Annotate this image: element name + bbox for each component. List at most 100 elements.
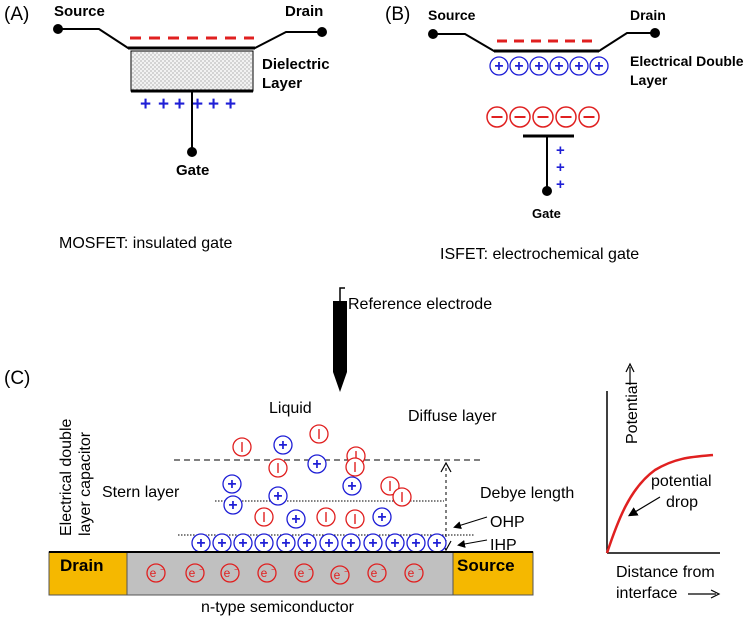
- arrow-up-icon: [440, 461, 452, 473]
- negative-ion: [555, 106, 577, 128]
- negative-ion: [345, 457, 365, 477]
- negative-ion: [345, 509, 365, 529]
- electron-charge: −: [308, 565, 313, 574]
- plus-sign: +: [324, 535, 333, 552]
- source-contact: [452, 551, 534, 596]
- plus-sign: +: [238, 535, 247, 552]
- electron: e−: [185, 563, 205, 583]
- plus-sign: +: [594, 58, 603, 75]
- negative-ion: [268, 458, 288, 478]
- plus-sign: +: [291, 511, 300, 528]
- panel-b-letter: (B): [385, 4, 410, 25]
- electron-symbol: e: [371, 566, 378, 580]
- plus-sign: +: [192, 94, 203, 115]
- positive-ion: +: [363, 533, 383, 553]
- electron: e−: [330, 565, 350, 585]
- plus-sign: +: [140, 94, 151, 115]
- panel-a-positive-charges: + + + + + +: [140, 94, 236, 115]
- electron-symbol: e: [150, 566, 157, 580]
- electron-charge: −: [199, 565, 204, 574]
- negative-ion: [509, 106, 531, 128]
- potential-axis-label: Potential: [624, 382, 641, 444]
- positive-ion: +: [427, 533, 447, 553]
- plus-sign: +: [312, 456, 321, 473]
- ihp-positive-ion-row: ++++++++++++: [191, 533, 447, 553]
- panel-a-caption: MOSFET: insulated gate: [59, 235, 233, 252]
- positive-ion: +: [286, 509, 306, 529]
- negative-ion: [254, 507, 274, 527]
- plus-sign: +: [281, 535, 290, 552]
- panel-c-letter: (C): [4, 368, 30, 389]
- panel-b-channel-wire: [433, 32, 655, 52]
- plus-sign: +: [228, 497, 237, 514]
- positive-ion: +: [191, 533, 211, 553]
- potential-drop-arrow: [627, 496, 661, 517]
- positive-ion: +: [222, 474, 242, 494]
- panel-b-edl-label-2: Layer: [630, 72, 668, 88]
- negative-ion: [316, 507, 336, 527]
- panel-c: (C) Reference electrode Liquid Diffuse l…: [4, 287, 721, 616]
- positive-ion: +: [212, 533, 232, 553]
- panel-b-positive-ion-row: + + + + + +: [489, 56, 609, 76]
- reference-electrode-label: Reference electrode: [348, 296, 492, 313]
- edl-capacitor-label-2: layer capacitor: [77, 431, 94, 536]
- plus-sign: +: [390, 535, 399, 552]
- plus-sign: +: [411, 535, 420, 552]
- arrow-right-icon: [710, 589, 721, 599]
- electron-charge: −: [381, 565, 386, 574]
- positive-ion: +: [509, 56, 529, 76]
- plus-sign: +: [494, 58, 503, 75]
- positive-ion: +: [297, 533, 317, 553]
- panel-a-dielectric: [130, 50, 254, 92]
- liquid-label: Liquid: [269, 400, 312, 417]
- electron-charge: −: [271, 565, 276, 574]
- negative-ion: [380, 476, 400, 496]
- edl-capacitor-label: Electrical double: [58, 419, 75, 537]
- plus-sign: +: [514, 58, 523, 75]
- semiconductor-block: [126, 551, 454, 596]
- potential-drop-label: potential: [651, 473, 712, 490]
- electrons: e−e−e−e−e−e−e−e−: [146, 563, 424, 585]
- plus-sign: +: [196, 535, 205, 552]
- positive-ion: +: [406, 533, 426, 553]
- negative-ion: [532, 106, 554, 128]
- plus-sign: +: [432, 535, 441, 552]
- ihp-pointer-arrow: [457, 539, 488, 548]
- electron-symbol: e: [408, 566, 415, 580]
- positive-ion: +: [372, 507, 392, 527]
- plus-sign: +: [225, 94, 236, 115]
- ohp-label: OHP: [490, 514, 525, 531]
- panel-a: (A) Source Drain Dielectric Layer + + + …: [4, 3, 330, 252]
- plus-sign: +: [554, 58, 563, 75]
- panel-a-gate-label: Gate: [176, 162, 209, 179]
- panel-a-dielectric-label: Dielectric: [262, 56, 330, 73]
- positive-ion: +: [529, 56, 549, 76]
- electron-charge: −: [234, 565, 239, 574]
- distance-axis-label-2: interface: [616, 585, 677, 602]
- reference-electrode: [333, 301, 347, 392]
- debye-length-label: Debye length: [480, 485, 574, 502]
- plus-sign: +: [278, 437, 287, 454]
- positive-ion: +: [341, 533, 361, 553]
- electron-symbol: e: [261, 566, 268, 580]
- panel-a-letter: (A): [4, 4, 29, 25]
- drain-label: Drain: [60, 556, 103, 575]
- panel-b: (B) Source Drain Electrical Double Layer…: [385, 4, 744, 263]
- reference-electrode-lead: [339, 287, 345, 301]
- positive-ion: +: [268, 486, 288, 506]
- panel-a-drain-label: Drain: [285, 3, 323, 20]
- ihp-label: IHP: [490, 537, 517, 554]
- positive-ion: +: [307, 454, 327, 474]
- positive-ion: +: [569, 56, 589, 76]
- positive-ion: +: [489, 56, 509, 76]
- panel-b-caption: ISFET: electrochemical gate: [440, 246, 639, 263]
- panel-b-edl-label: Electrical Double: [630, 53, 744, 69]
- positive-ion: +: [589, 56, 609, 76]
- plus-sign: +: [158, 94, 169, 115]
- potential-drop-label-2: drop: [666, 494, 698, 511]
- plus-sign: +: [302, 535, 311, 552]
- positive-ion: +: [549, 56, 569, 76]
- arrow-up-icon: [625, 362, 635, 373]
- positive-ion: +: [223, 495, 243, 515]
